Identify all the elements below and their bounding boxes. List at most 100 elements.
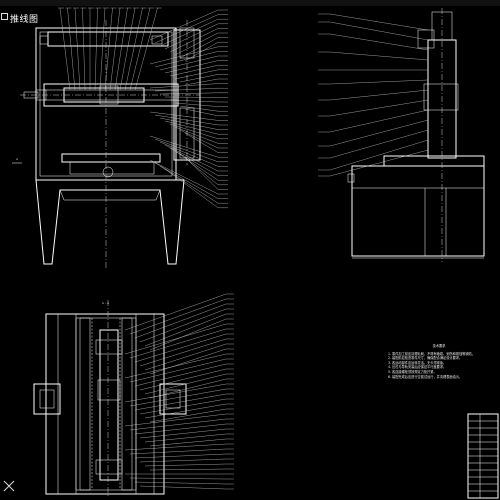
leader-line <box>174 69 219 80</box>
leader-line <box>329 33 429 51</box>
top-view-leaders <box>124 293 234 490</box>
leader-line <box>134 7 158 91</box>
leader-line <box>154 88 219 92</box>
leader-line <box>159 55 219 71</box>
leader-line <box>154 162 219 199</box>
leader-line <box>129 418 227 431</box>
leader-line <box>184 132 219 153</box>
title-block <box>467 413 499 499</box>
leader-line <box>134 423 227 435</box>
note-item-3: 3. 各运动部件应运转灵活，无卡滞现象。 <box>388 360 447 365</box>
leader-line <box>129 7 151 91</box>
leader-line <box>329 79 429 85</box>
leader-line <box>129 477 227 480</box>
leader-line <box>149 408 227 423</box>
leader-line <box>154 51 219 68</box>
leader-line <box>169 65 219 77</box>
leader-line <box>179 153 219 185</box>
leader-line <box>149 318 227 351</box>
leader-line <box>139 485 227 490</box>
leader-line <box>134 453 227 459</box>
leader-line <box>169 99 219 103</box>
top-bracket-right <box>151 35 163 45</box>
top-view-frame <box>45 313 165 495</box>
leader-line <box>169 28 219 53</box>
front-view-leaders <box>58 7 228 208</box>
leader-line <box>179 105 219 112</box>
leader-line <box>329 99 429 117</box>
leader-line <box>174 102 219 107</box>
leader-line <box>179 129 219 149</box>
drawing-tab-label[interactable]: 推线图 <box>10 15 39 25</box>
technical-requirements: 技术要求 1. 零件加工前应清理毛刺，不得有磕碰、划伤和锈蚀等缺陷。 2. 装配… <box>388 344 490 379</box>
leader-line <box>134 333 227 363</box>
note-item-4: 4. 丝杠与导轨安装后应保证平行度要求。 <box>388 365 447 370</box>
leader-line <box>129 328 227 359</box>
close-icon[interactable] <box>3 480 15 492</box>
leader-line <box>144 433 227 443</box>
leader-line <box>329 139 429 171</box>
leader-line <box>129 388 227 407</box>
leader-line <box>179 74 219 83</box>
leader-line <box>154 114 219 126</box>
leader-line <box>149 468 227 471</box>
note-item-6: 6. 装配完成后应进行空载试运行，并清理表面油污。 <box>388 374 463 379</box>
leader-line <box>329 21 429 41</box>
table-top <box>61 153 161 163</box>
leader-line <box>164 23 219 50</box>
leader-line <box>104 7 113 91</box>
drawing-tab-icon[interactable] <box>1 13 8 20</box>
leader-line <box>134 303 227 339</box>
leader-line <box>179 37 219 59</box>
leader-line <box>144 403 227 419</box>
leader-line <box>144 373 227 395</box>
leader-line <box>124 353 227 379</box>
leader-line <box>149 46 219 65</box>
leader-line <box>144 463 227 467</box>
title-strip <box>0 0 500 6</box>
leader-line <box>139 338 227 367</box>
top-crossbeam <box>47 31 169 47</box>
leader-line <box>124 383 227 403</box>
leader-line <box>134 481 227 485</box>
leader-line <box>149 9 219 41</box>
leader-line <box>124 7 143 91</box>
top-bracket-left <box>39 35 49 45</box>
leader-line <box>139 308 227 343</box>
leader-line <box>154 138 219 162</box>
leader-line <box>159 92 219 95</box>
leader-line <box>139 398 227 415</box>
leader-line <box>59 7 71 91</box>
leader-line <box>139 458 227 463</box>
leader-line <box>99 7 106 91</box>
top-view: A - A <box>33 300 187 498</box>
side-view-leaders <box>318 13 429 177</box>
leader-line <box>159 117 219 130</box>
leader-line <box>129 358 227 383</box>
side-view <box>347 8 485 262</box>
leader-line <box>159 19 219 47</box>
leader-line <box>149 378 227 399</box>
leader-line <box>329 129 429 159</box>
leader-line <box>169 147 219 176</box>
leader-line <box>139 428 227 439</box>
leader-line <box>164 144 219 172</box>
leader-line <box>329 149 429 177</box>
leader-line <box>329 51 429 61</box>
leader-line <box>149 159 219 195</box>
leader-line <box>329 119 429 147</box>
leader-line <box>149 438 227 447</box>
leader-line <box>184 42 219 62</box>
leader-line <box>139 368 227 391</box>
leader-line <box>184 156 219 190</box>
leader-line <box>149 135 219 158</box>
leader-line <box>149 83 219 89</box>
leader-line <box>124 413 227 427</box>
technical-requirements-title: 技术要求 <box>432 344 446 348</box>
leader-line <box>129 448 227 455</box>
leader-line <box>134 393 227 411</box>
leader-line <box>67 7 76 91</box>
leader-line <box>329 13 429 31</box>
